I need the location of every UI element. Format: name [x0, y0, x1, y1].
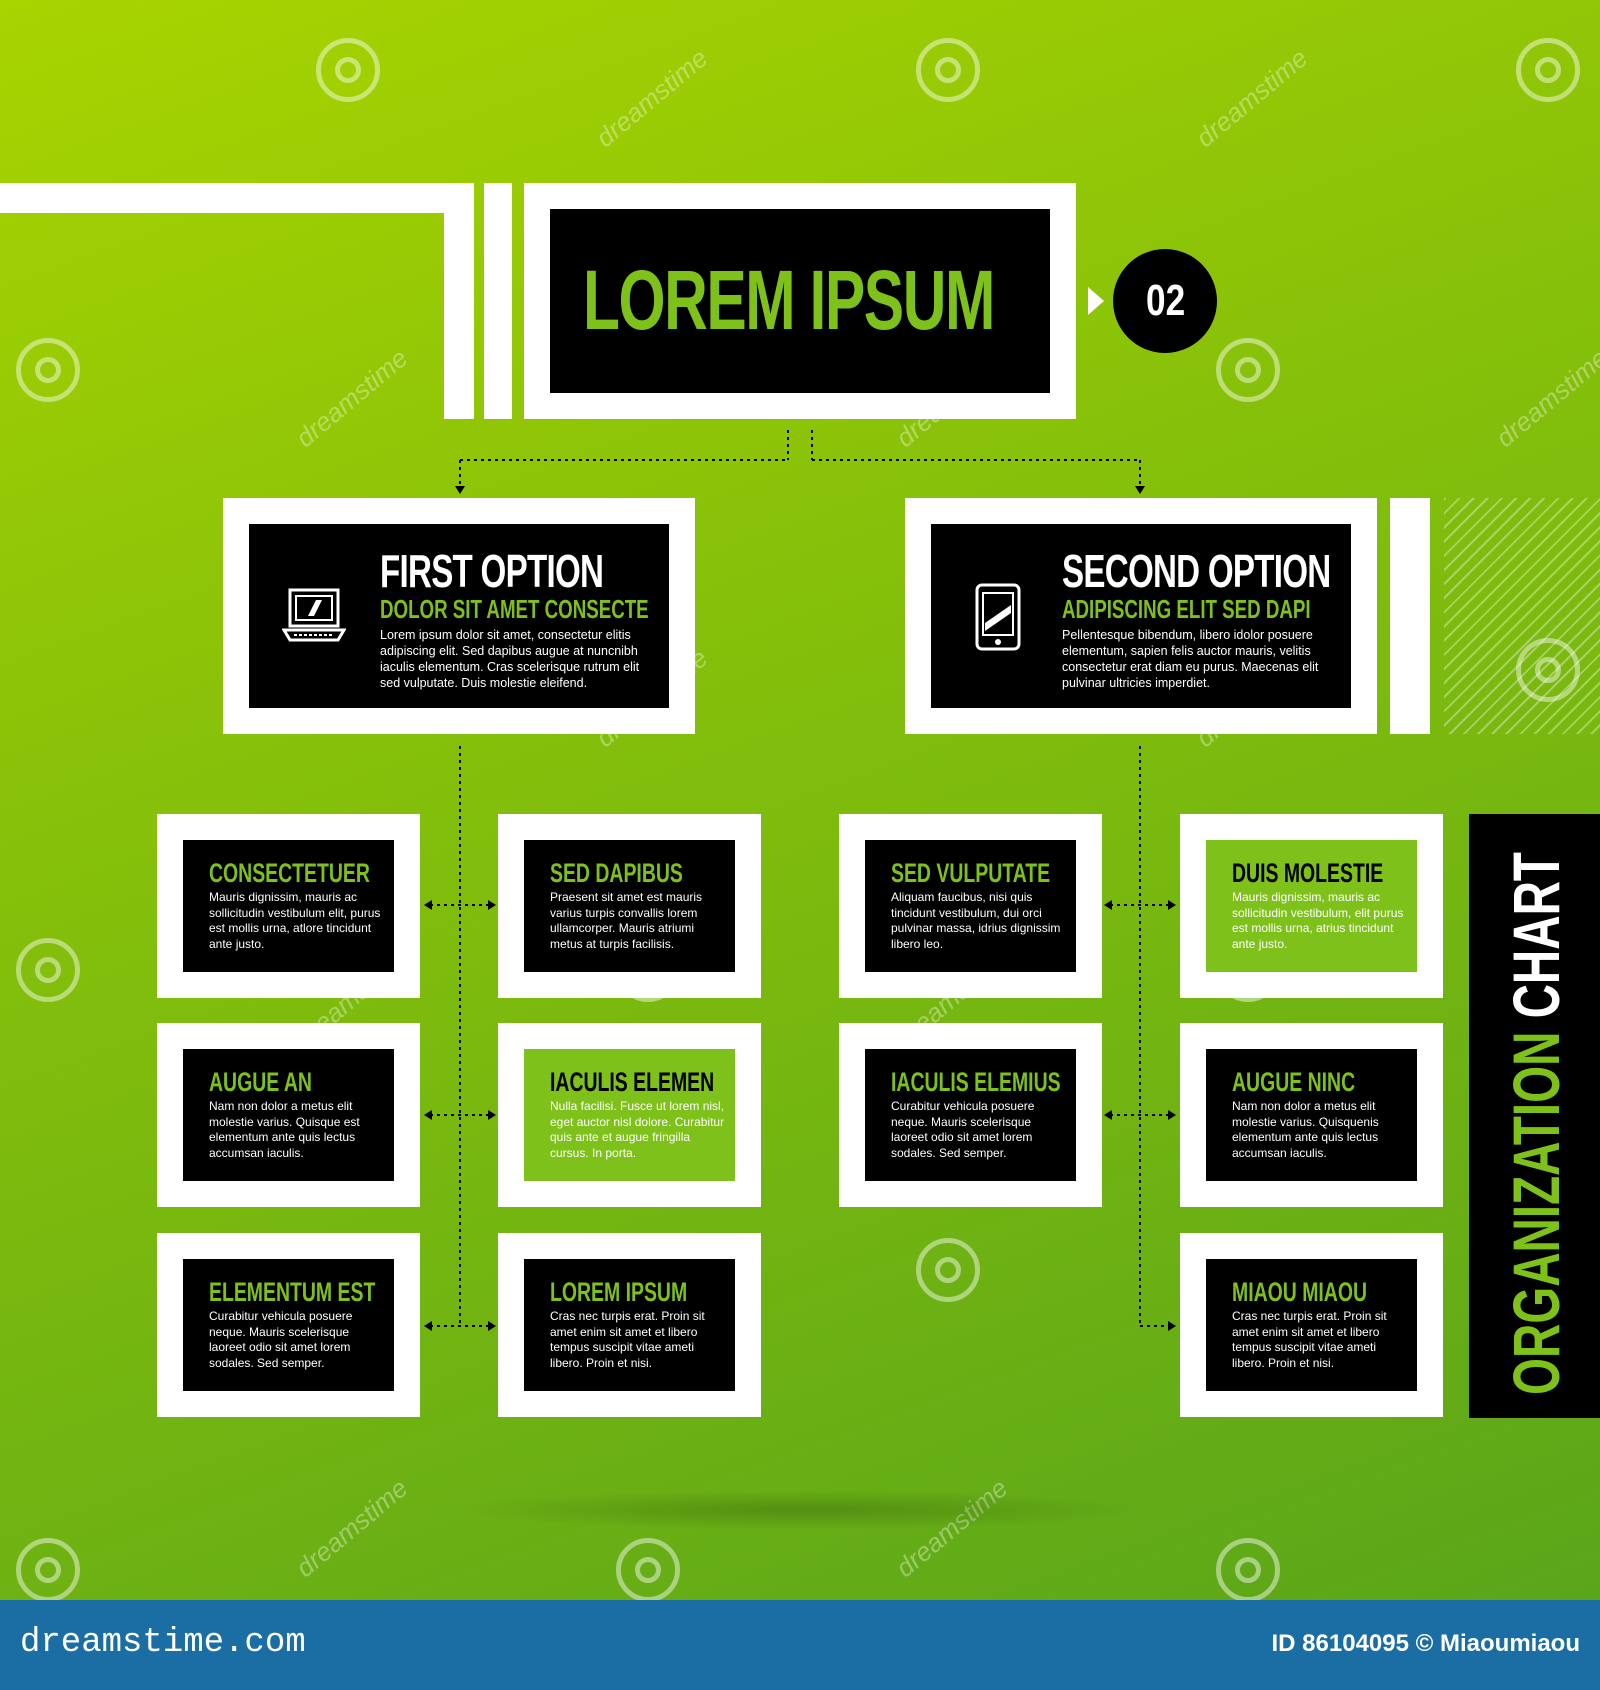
- mobile-phone-icon: [975, 583, 1021, 651]
- watermark-spiral-icon: [316, 38, 380, 102]
- leaf-title: AUGUE AN: [209, 1067, 312, 1097]
- watermark-spiral-icon: [1216, 1538, 1280, 1600]
- leaf-box-highlighted: [1206, 840, 1417, 972]
- footer-image-id: ID 86104095 © Miaoumiaou: [1271, 1630, 1580, 1657]
- ground-shadow: [450, 1490, 1150, 1530]
- footer-logo[interactable]: dreamstime.com: [20, 1624, 306, 1662]
- leaf-box: [524, 1259, 735, 1391]
- watermark-spiral-icon: [916, 38, 980, 102]
- decorative-hatch: [1444, 498, 1600, 734]
- step-number: 02: [1146, 276, 1186, 325]
- side-title-box: [1469, 814, 1600, 1418]
- leaf-box: [1206, 1049, 1417, 1181]
- decorative-line: [444, 183, 474, 419]
- leaf-box: [183, 1259, 394, 1391]
- leaf-title: AUGUE NINC: [1232, 1067, 1356, 1097]
- side-title-part-a: ORGANIZATION: [1499, 1031, 1573, 1395]
- leaf-description: Curabitur vehicula posuere neque. Mauris…: [209, 1309, 353, 1370]
- leaf-title: IACULIS ELEMEN: [550, 1067, 715, 1097]
- leaf-box: [183, 840, 394, 972]
- leaf-description: Curabitur vehicula posuere neque. Mauris…: [891, 1099, 1035, 1160]
- leaf-title: LOREM IPSUM: [550, 1277, 688, 1307]
- leaf-description: Mauris dignissim, mauris ac sollicitudin…: [1232, 890, 1404, 951]
- step-number-badge: [1113, 249, 1217, 353]
- watermark-spiral-icon: [916, 1238, 980, 1302]
- leaf-description: Aliquam faucibus, nisi quis tincidunt ve…: [891, 890, 1061, 951]
- leaf-title: IACULIS ELEMIUS: [891, 1067, 1061, 1097]
- decorative-line: [0, 183, 472, 213]
- decorative-bar: [1390, 498, 1430, 734]
- side-title: ORGANIZATION CHART: [1498, 852, 1574, 1395]
- watermark-spiral-icon: [1216, 338, 1280, 402]
- leaf-title: MIAOU MIAOU: [1232, 1277, 1367, 1307]
- option-box-first: [249, 524, 669, 708]
- decorative-line: [484, 183, 512, 419]
- option-title: SECOND OPTION: [1062, 545, 1331, 597]
- leaf-box-highlighted: [524, 1049, 735, 1181]
- leaf-title: SED VULPUTATE: [891, 858, 1051, 888]
- leaf-description: Nam non dolor a metus elit molestie vari…: [209, 1099, 360, 1160]
- watermark-spiral-icon: [616, 1538, 680, 1600]
- leaf-title: CONSECTETUER: [209, 858, 370, 888]
- leaf-box: [865, 840, 1076, 972]
- org-chart-canvas: dreamstime dreamstime dreamstime dreamst…: [0, 0, 1600, 1600]
- leaf-title: SED DAPIBUS: [550, 858, 683, 888]
- footer-bar: dreamstime.com ID 86104095 © Miaoumiaou: [0, 1600, 1600, 1690]
- option-description: Pellentesque bibendum, libero idolor pos…: [1062, 628, 1319, 690]
- option-subtitle: DOLOR SIT AMET CONSECTE: [380, 594, 649, 624]
- watermark-spiral-icon: [16, 1538, 80, 1600]
- leaf-box: [865, 1049, 1076, 1181]
- leaf-box: [183, 1049, 394, 1181]
- laptop-icon: [282, 588, 346, 642]
- option-title: FIRST OPTION: [380, 545, 604, 597]
- leaf-description: Nam non dolor a metus elit molestie vari…: [1232, 1099, 1379, 1160]
- watermark-spiral-icon: [16, 938, 80, 1002]
- leaf-title: ELEMENTUM EST: [209, 1277, 376, 1307]
- side-title-part-b: CHART: [1499, 852, 1573, 1019]
- option-description: Lorem ipsum dolor sit amet, consectetur …: [380, 628, 640, 690]
- leaf-box: [1206, 1259, 1417, 1391]
- watermark-spiral-icon: [16, 338, 80, 402]
- arrow-right-icon: [1088, 287, 1104, 315]
- main-title-box: [550, 209, 1050, 393]
- leaf-description: Cras nec turpis erat. Proin sit amet eni…: [1232, 1309, 1387, 1370]
- leaf-description: Praesent sit amet est mauris varius turp…: [550, 890, 703, 951]
- watermark-spiral-icon: [1516, 38, 1580, 102]
- watermark-spiral-icon: [1516, 638, 1580, 702]
- leaf-title: DUIS MOLESTIE: [1232, 858, 1384, 888]
- main-title: LOREM IPSUM: [583, 253, 995, 347]
- leaf-description: Nulla facilisi. Fusce ut lorem nisl, ege…: [550, 1099, 725, 1160]
- leaf-box: [524, 840, 735, 972]
- leaf-description: Mauris dignissim, mauris ac sollicitudin…: [209, 890, 381, 951]
- option-subtitle: ADIPISCING ELIT SED DAPI: [1062, 594, 1311, 624]
- connector-lines: [424, 430, 1176, 1331]
- leaf-description: Cras nec turpis erat. Proin sit amet eni…: [550, 1309, 705, 1370]
